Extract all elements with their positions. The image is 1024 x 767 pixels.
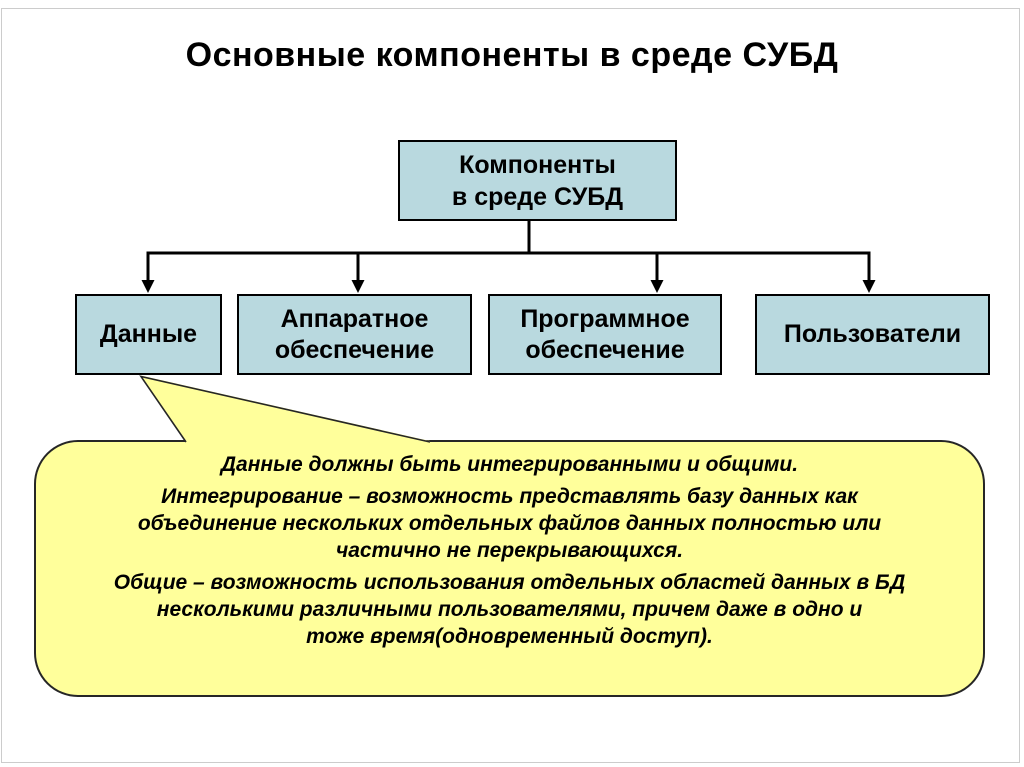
- diagram-node-hardware: Аппаратное обеспечение: [237, 294, 472, 375]
- callout-tail-outline: [139, 375, 431, 443]
- callout-text-line: Интегрирование – возможность представлят…: [161, 485, 858, 508]
- diagram-node-data-label: Данные: [99, 320, 198, 348]
- diagram-node-root-line2: в среде СУБД: [451, 182, 624, 211]
- diagram-node-root-line1: Компоненты: [459, 150, 616, 179]
- page-title: Основные компоненты в среде СУБД: [185, 36, 839, 74]
- diagram-node-hardware-label: Аппаратное обеспечение: [274, 304, 435, 364]
- callout-text-line: объединение нескольких отдельных файлов …: [137, 512, 882, 535]
- callout-paragraph: Интегрирование – возможность представлят…: [88, 483, 931, 564]
- arrowhead-data-icon: [141, 280, 155, 293]
- callout-text-line: Общие – возможность использования отдель…: [113, 571, 906, 594]
- callout-text-line: частично не перекрывающихся.: [335, 539, 684, 562]
- arrowhead-users-icon: [862, 280, 876, 293]
- callout-text: Данные должны быть интегрированными и об…: [88, 451, 931, 655]
- callout-paragraph: Общие – возможность использования отдель…: [88, 569, 931, 650]
- callout-balloon: Данные должны быть интегрированными и об…: [34, 440, 985, 697]
- diagram-node-data: Данные: [75, 294, 222, 375]
- diagram-node-root: Компоненты в среде СУБД: [398, 140, 677, 221]
- diagram-node-users: Пользователи: [755, 294, 990, 375]
- arrowhead-software-icon: [650, 280, 664, 293]
- callout-tail: [141, 375, 430, 450]
- arrowhead-hardware-icon: [351, 280, 365, 293]
- callout-paragraph: Данные должны быть интегрированными и об…: [88, 451, 931, 478]
- diagram-node-software-label: Программное обеспечение: [520, 304, 690, 364]
- callout-text-line: тоже время(одновременный доступ).: [306, 625, 713, 648]
- diagram-node-users-label: Пользователи: [783, 320, 962, 348]
- callout-text-line: несколькими различными пользователями, п…: [156, 598, 863, 621]
- diagram-node-software: Программное обеспечение: [488, 294, 722, 375]
- callout-text-line: Данные должны быть интегрированными и об…: [220, 453, 799, 476]
